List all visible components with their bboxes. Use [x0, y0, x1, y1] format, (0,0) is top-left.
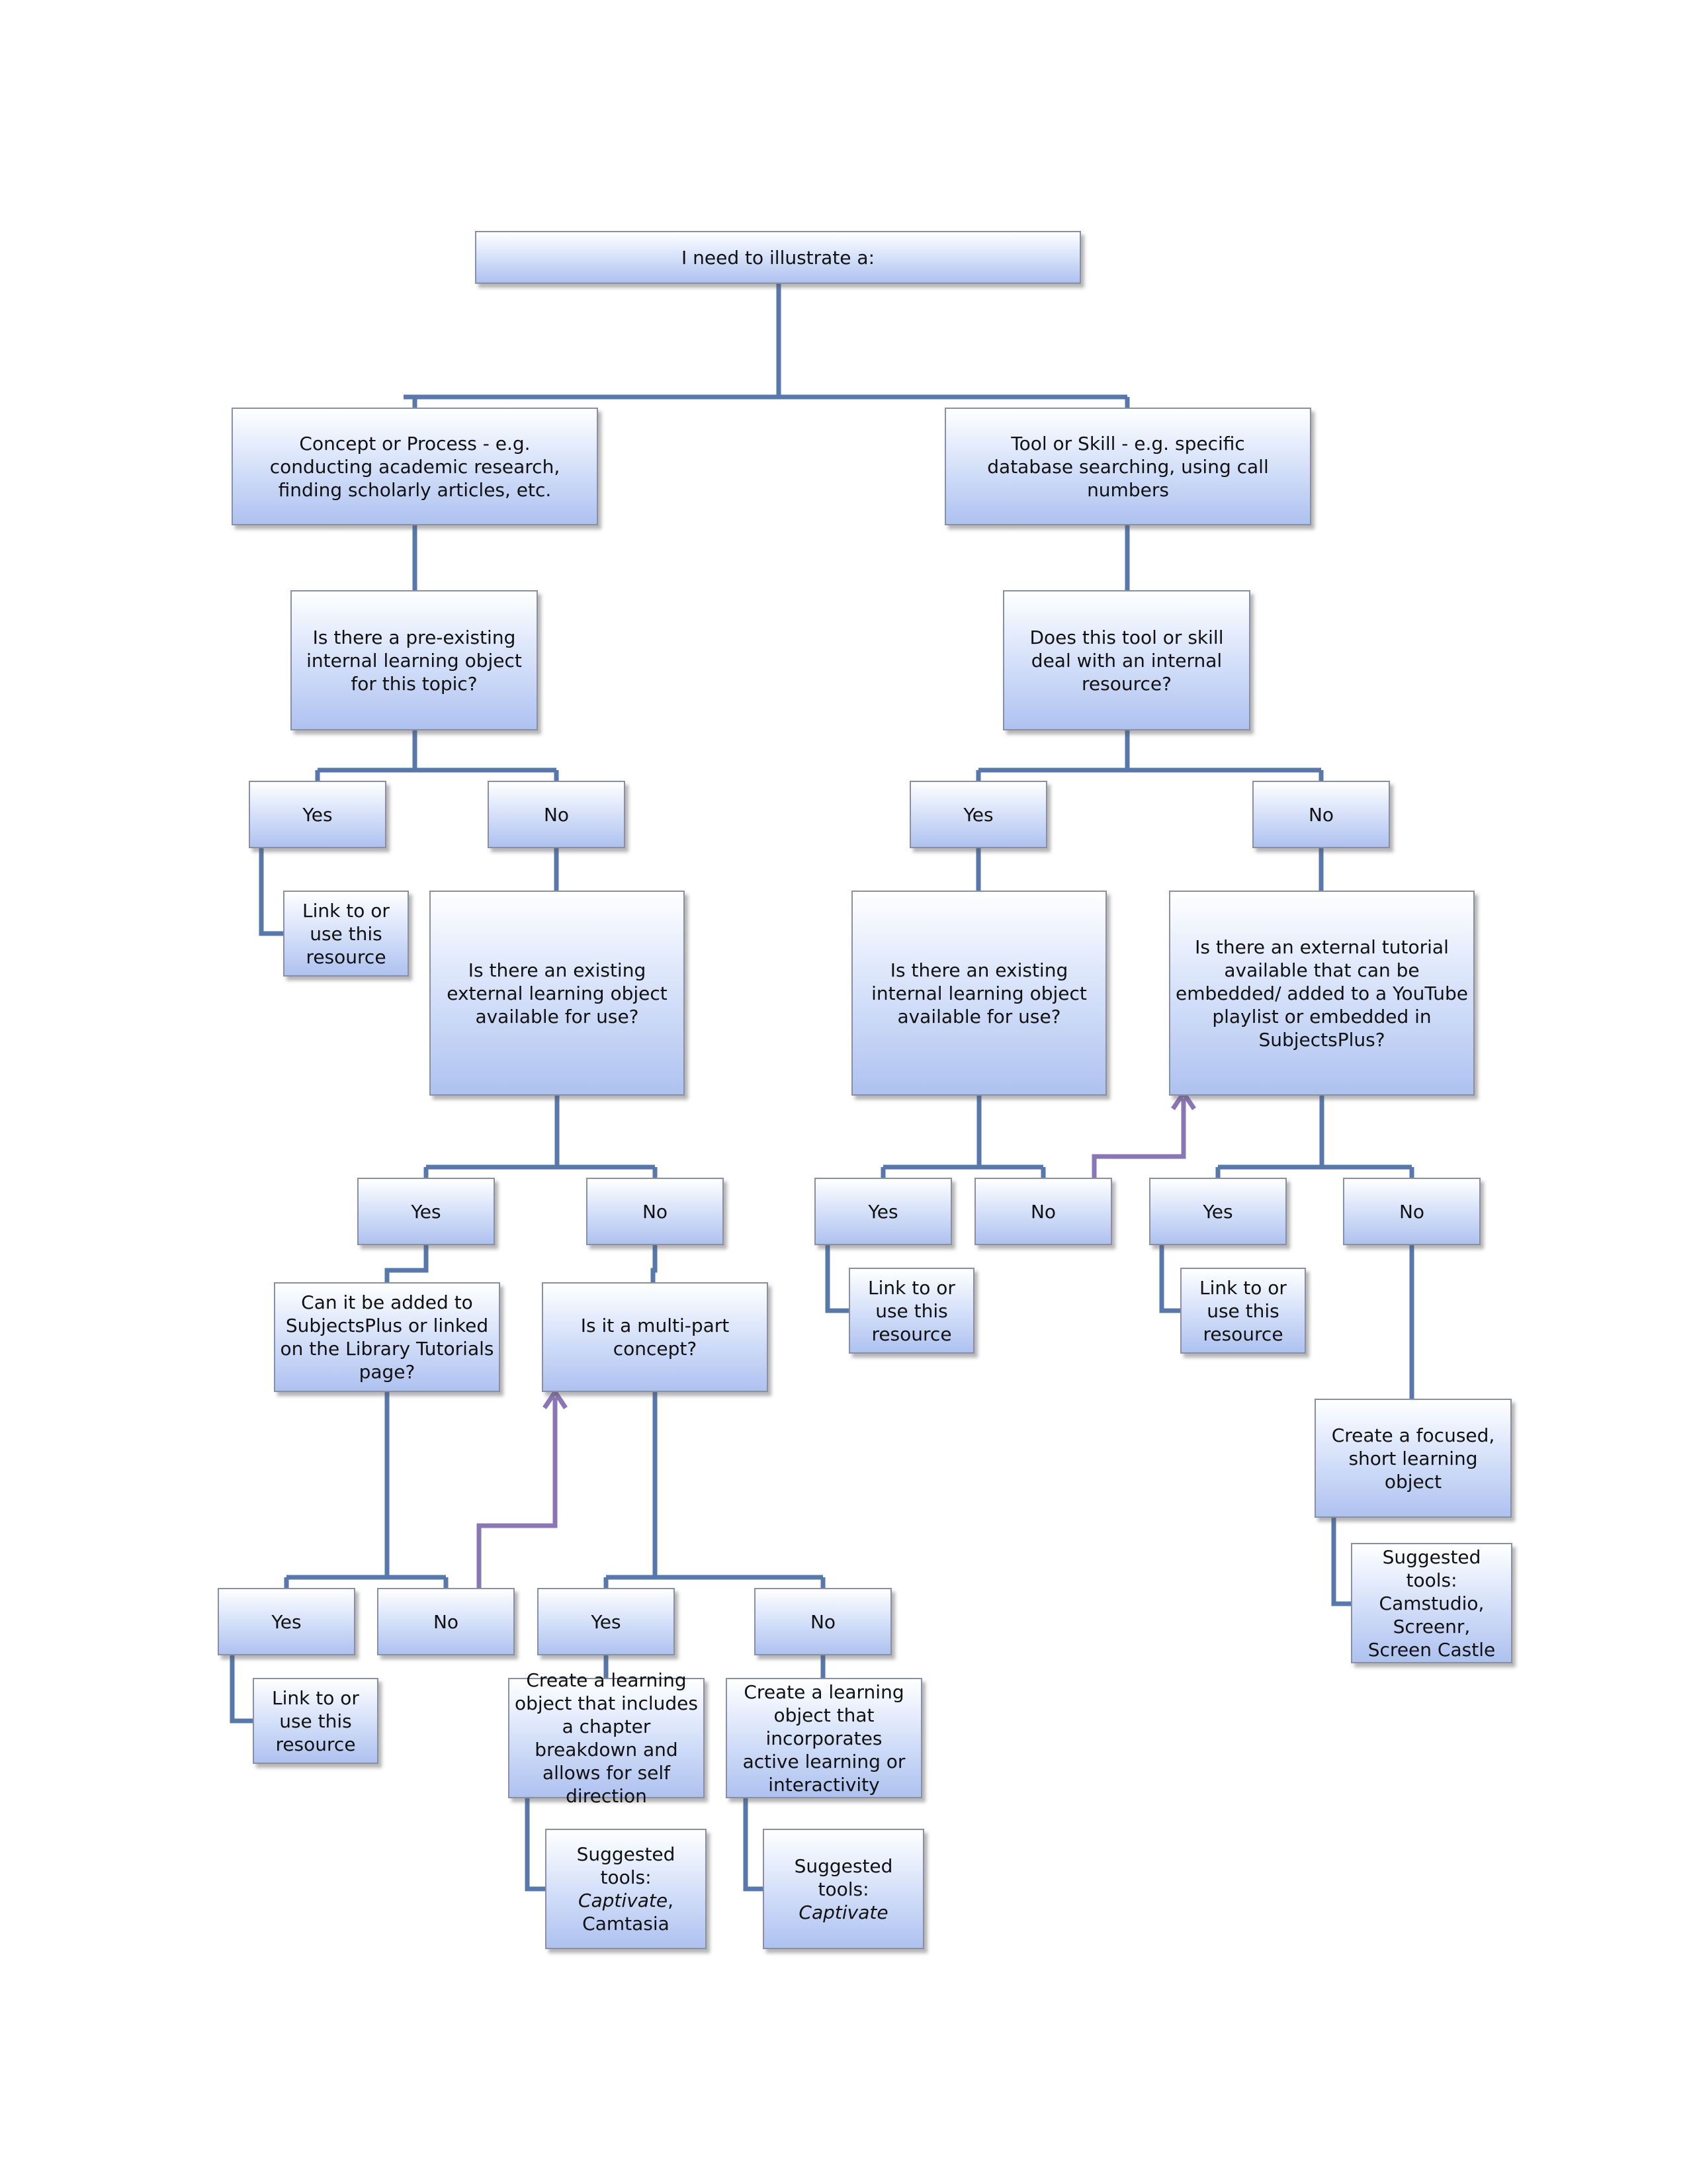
no-node: No [488, 781, 625, 848]
no-node: No [754, 1588, 892, 1655]
subjectsplus-question-label: Can it be added to SubjectsPlus or linke… [280, 1291, 494, 1383]
connector-line [525, 1798, 545, 1892]
yes-label: Yes [591, 1610, 621, 1633]
arrowhead [542, 1389, 568, 1409]
root-label: I need to illustrate a: [681, 246, 875, 269]
root-node: I need to illustrate a: [475, 231, 1081, 284]
no-node: No [1343, 1178, 1481, 1245]
preexisting-question-node: Is there a pre-existing internal learnin… [290, 590, 538, 730]
suggested-tools-chapter-text: Suggested tools:Captivate,Camtasia [550, 1843, 701, 1935]
external-tutorial-question-node: Is there an external tutorial available … [1169, 891, 1475, 1096]
suggested-tools-chapter-node: Suggested tools:Captivate,Camtasia [545, 1829, 707, 1949]
link-resource-node: Link to or use this resource [849, 1268, 974, 1354]
connector-line [743, 1798, 763, 1892]
create-active-object-label: Create a learning object that incorporat… [742, 1681, 906, 1796]
tool-label: Tool or Skill - e.g. specific database s… [987, 432, 1269, 501]
subjectsplus-question-node: Can it be added to SubjectsPlus or linke… [274, 1282, 500, 1392]
multipart-question-label: Is it a multi-part concept? [580, 1315, 730, 1360]
external-object-question-label: Is there an existing external learning o… [447, 959, 668, 1027]
connector-line [603, 1392, 826, 1588]
suggested-tools-label: Suggested tools: [794, 1855, 893, 1900]
connector-line [881, 1096, 1046, 1178]
link-resource-label: Link to or use this resource [1199, 1276, 1287, 1345]
suggested-tools-active-text: Suggested tools:Captivate [768, 1855, 919, 1924]
no-label: No [810, 1610, 836, 1633]
create-chapter-object-label: Create a learning object that includes a… [515, 1669, 698, 1807]
no-node: No [1252, 781, 1390, 848]
create-focused-label: Create a focused, short learning object [1331, 1424, 1495, 1493]
connector-line [412, 525, 1130, 590]
external-tutorial-question-label: Is there an external tutorial available … [1176, 936, 1468, 1051]
connector-line [284, 1392, 449, 1588]
external-object-question-node: Is there an existing external learning o… [429, 891, 685, 1096]
tool-node: Tool or Skill - e.g. specific database s… [945, 408, 1311, 525]
no-node: No [586, 1178, 724, 1245]
connector-line [423, 1096, 658, 1178]
suggested-tools-focused-node: Suggested tools: Camstudio, Screenr, Scr… [1351, 1543, 1512, 1663]
no-label: No [1399, 1200, 1425, 1223]
connector-line [650, 1245, 658, 1282]
yes-label: Yes [868, 1200, 898, 1223]
concept-label: Concept or Process - e.g. conducting aca… [269, 432, 560, 501]
suggested-tools-focused-label: Suggested tools: Camstudio, Screenr, Scr… [1367, 1546, 1496, 1661]
connector-line [404, 284, 1130, 408]
link-resource-label: Link to or use this resource [868, 1276, 955, 1345]
cross-link-line [1092, 1098, 1186, 1178]
preexisting-question-label: Is there a pre-existing internal learnin… [306, 626, 522, 695]
no-label: No [1308, 803, 1334, 826]
tool-name-captivate: Captivate [799, 1901, 888, 1923]
connector-line [384, 1245, 429, 1282]
tool-name-line: Captivate, [550, 1889, 701, 1912]
connector-line [825, 1245, 849, 1313]
connector-line [315, 730, 559, 781]
no-node: No [377, 1588, 515, 1655]
no-label: No [543, 803, 570, 826]
link-resource-node: Link to or use this resource [1180, 1268, 1306, 1354]
suggested-tools-active-node: Suggested tools:Captivate [763, 1829, 924, 1949]
yes-label: Yes [963, 803, 994, 826]
multipart-question-node: Is it a multi-part concept? [542, 1282, 768, 1392]
internal-resource-question-node: Does this tool or skill deal with an int… [1003, 590, 1250, 730]
suggested-tools-label: Suggested tools: [576, 1843, 675, 1888]
connector-line [1159, 1245, 1180, 1313]
internal-object-question-node: Is there an existing internal learning o… [851, 891, 1107, 1096]
tool-separator: , [668, 1890, 674, 1911]
create-focused-node: Create a focused, short learning object [1315, 1399, 1512, 1518]
yes-node: Yes [1149, 1178, 1287, 1245]
concept-node: Concept or Process - e.g. conducting aca… [232, 408, 598, 525]
connector-line [259, 848, 283, 936]
connector-line [230, 1655, 253, 1724]
create-active-object-node: Create a learning object that incorporat… [726, 1678, 922, 1798]
internal-resource-question-label: Does this tool or skill deal with an int… [1029, 626, 1224, 695]
yes-label: Yes [411, 1200, 441, 1223]
no-label: No [642, 1200, 668, 1223]
yes-node: Yes [357, 1178, 495, 1245]
tool-name-captivate: Captivate [578, 1890, 668, 1911]
cross-link-line [476, 1397, 558, 1588]
connector-line [976, 730, 1324, 781]
no-label: No [433, 1610, 459, 1633]
yes-node: Yes [537, 1588, 675, 1655]
yes-node: Yes [249, 781, 386, 848]
internal-object-question-label: Is there an existing internal learning o… [871, 959, 1087, 1027]
tool-name-camtasia: Camtasia [582, 1913, 670, 1935]
connector-line [1331, 1518, 1351, 1606]
yes-label: Yes [271, 1610, 302, 1633]
connector-line [1215, 1096, 1414, 1178]
link-resource-label: Link to or use this resource [272, 1686, 359, 1755]
yes-node: Yes [814, 1178, 952, 1245]
no-label: No [1030, 1200, 1057, 1223]
yes-node: Yes [218, 1588, 355, 1655]
yes-node: Yes [910, 781, 1047, 848]
no-node: No [974, 1178, 1112, 1245]
yes-label: Yes [302, 803, 333, 826]
yes-label: Yes [1203, 1200, 1233, 1223]
create-chapter-object-node: Create a learning object that includes a… [508, 1669, 705, 1807]
link-resource-node: Link to or use this resource [283, 891, 409, 977]
link-resource-label: Link to or use this resource [302, 899, 390, 968]
link-resource-node: Link to or use this resource [253, 1678, 378, 1764]
